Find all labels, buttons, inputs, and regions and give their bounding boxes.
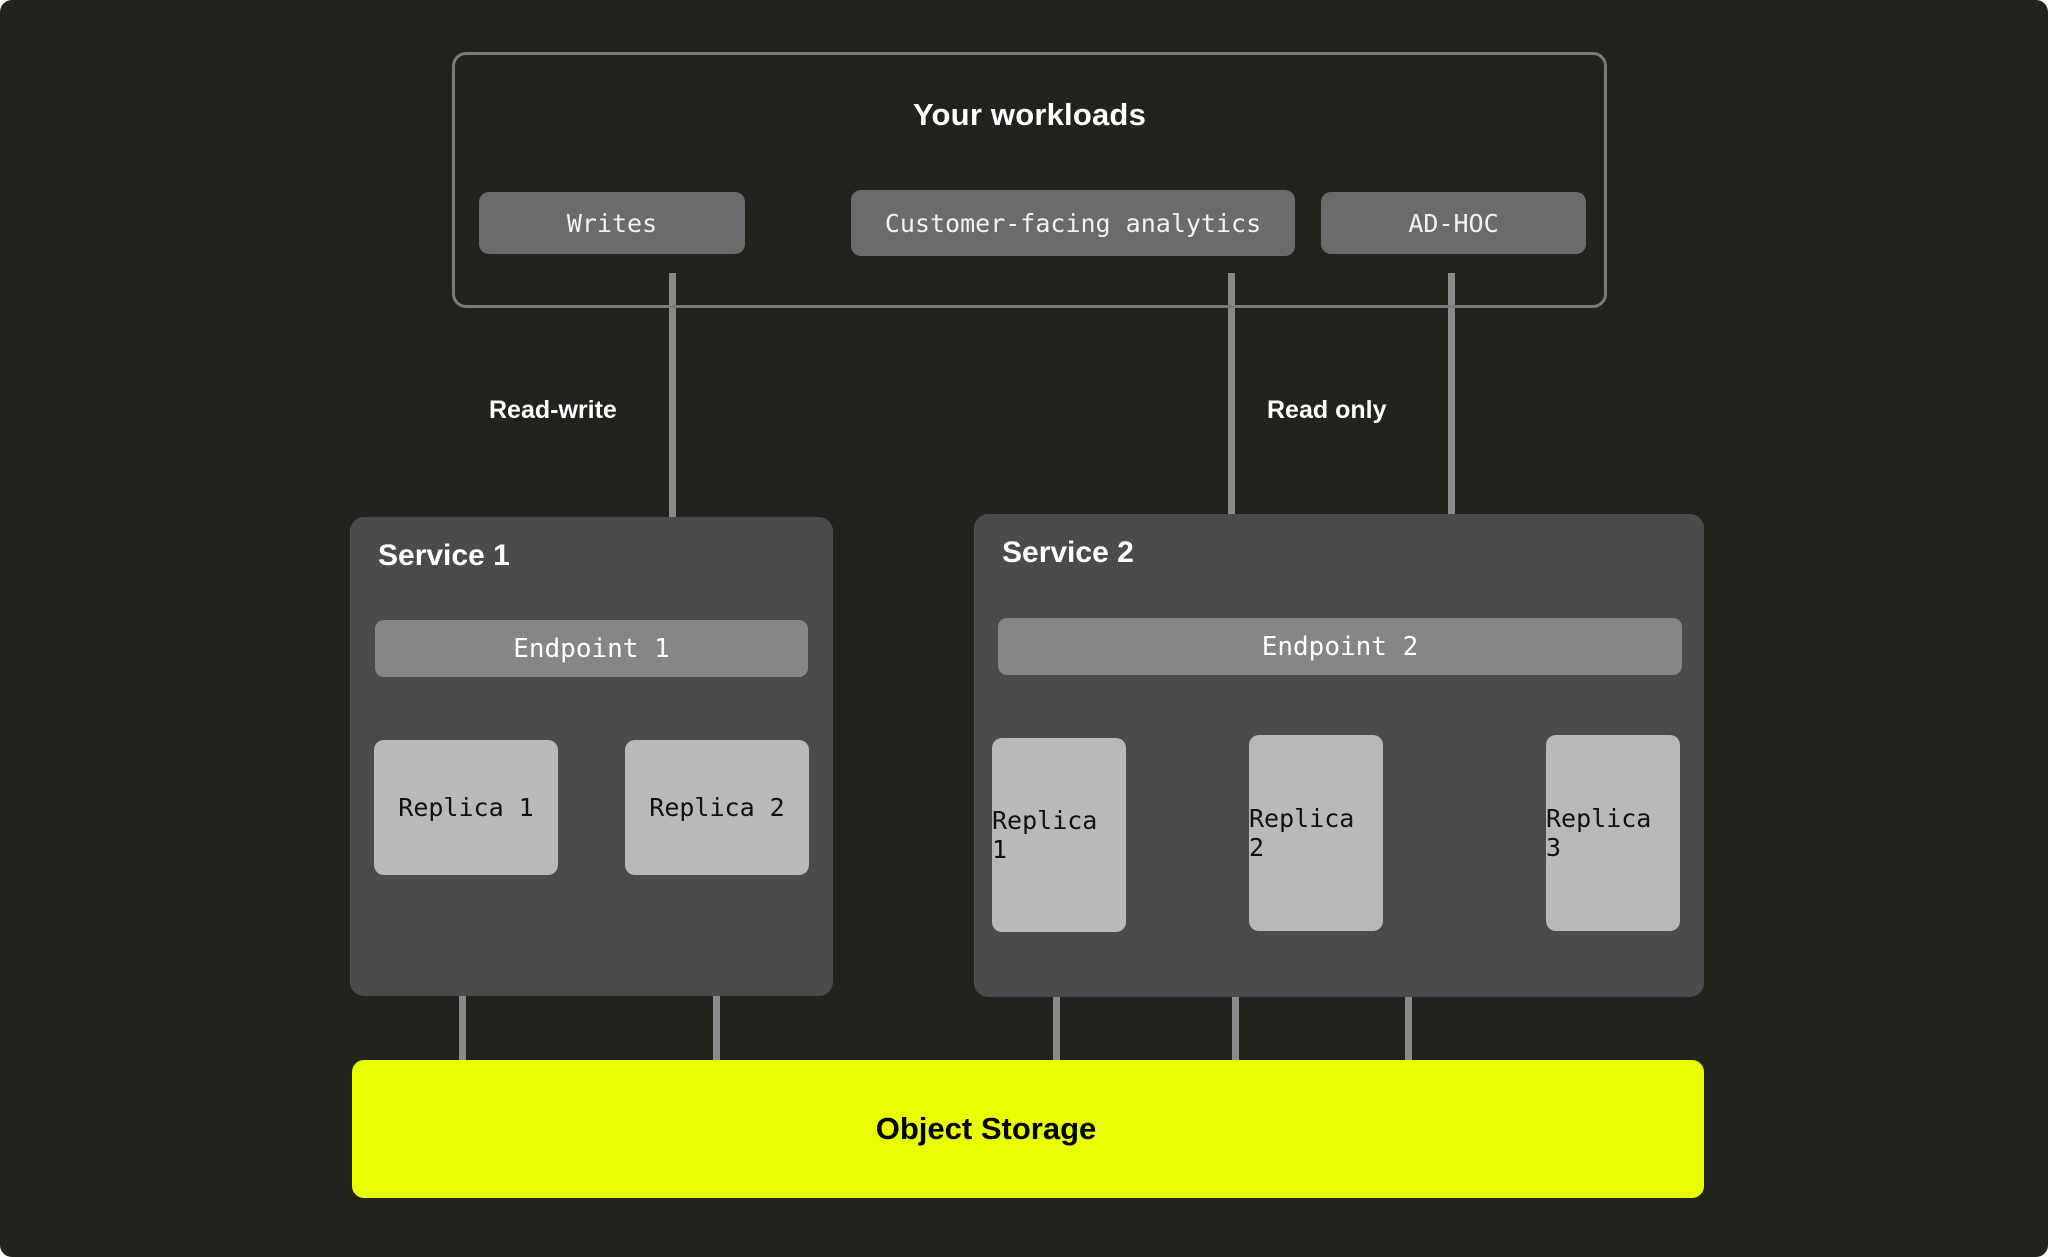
endpoint-bar-1[interactable]: Endpoint 1	[375, 620, 808, 677]
workload-chip-ad-hoc[interactable]: AD-HOC	[1321, 192, 1586, 254]
replica-label: Replica 2	[649, 793, 785, 822]
service-1-title: Service 1	[378, 539, 510, 572]
flow-label-read-only: Read only	[1267, 396, 1387, 424]
replica-label: Replica 1	[992, 806, 1098, 864]
workloads-panel: Your workloads	[452, 52, 1607, 308]
connector-adhoc-to-service2	[1448, 273, 1455, 583]
workload-chip-writes[interactable]: Writes	[479, 192, 745, 254]
service2-replica-2[interactable]: Replica 2	[1249, 735, 1383, 931]
endpoint-bar-2[interactable]: Endpoint 2	[998, 618, 1682, 675]
endpoint-bar-label: Endpoint 2	[1261, 631, 1419, 662]
service1-replica-1[interactable]: Replica 1	[374, 740, 558, 875]
connector-analytics-to-service2	[1228, 273, 1235, 583]
workload-chip-label: Writes	[566, 208, 658, 238]
workloads-panel-title: Your workloads	[912, 97, 1147, 132]
connector-writes-to-service1	[669, 273, 676, 583]
workload-chip-label: AD-HOC	[1408, 208, 1499, 238]
workload-chip-customer-facing-analytics[interactable]: Customer-facing analytics	[851, 190, 1295, 256]
endpoint-bar-label: Endpoint 1	[513, 633, 670, 664]
service2-replica-1[interactable]: Replica 1	[992, 738, 1126, 932]
workload-chip-label: Customer-facing analytics	[884, 208, 1262, 238]
replica-label: Replica 2	[1249, 804, 1355, 862]
replica-label: Replica 1	[398, 793, 534, 822]
flow-label-read-write: Read-write	[489, 396, 617, 424]
object-storage-bar[interactable]: Object Storage	[352, 1060, 1704, 1198]
object-storage-label: Object Storage	[875, 1111, 1097, 1146]
service2-replica-3[interactable]: Replica 3	[1546, 735, 1680, 931]
replica-label: Replica 3	[1546, 804, 1652, 862]
service-2-title: Service 2	[1002, 536, 1134, 569]
service1-replica-2[interactable]: Replica 2	[625, 740, 809, 875]
